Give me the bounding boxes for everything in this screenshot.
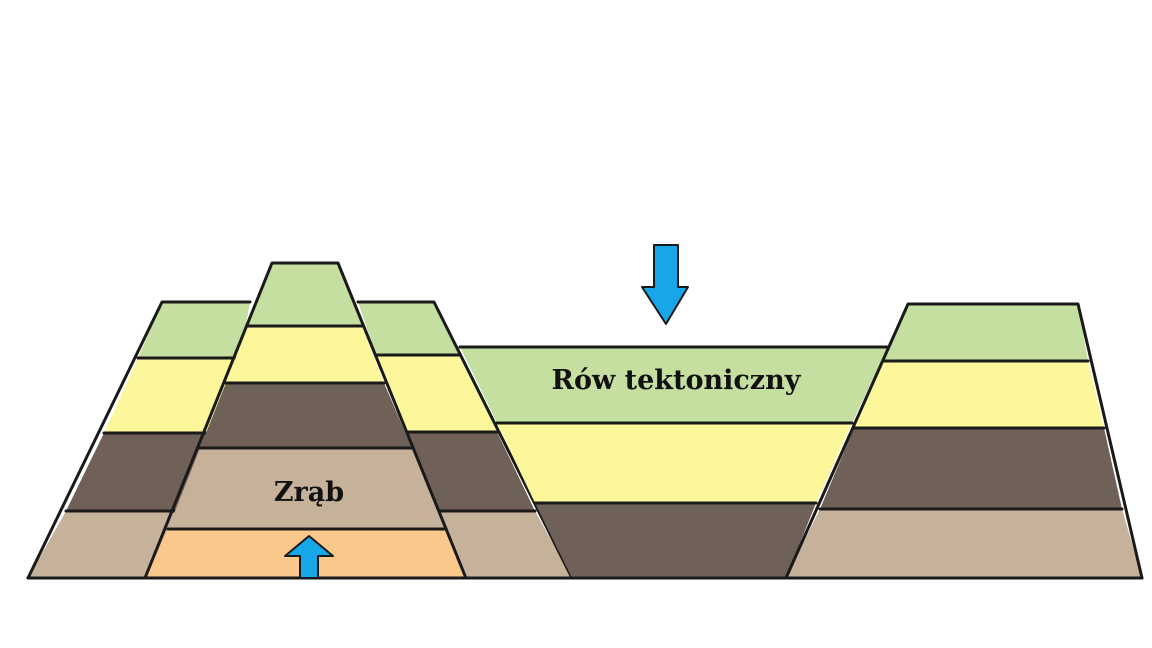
left-block-layer-green	[138, 302, 250, 358]
horst-layer-dark	[200, 383, 412, 448]
right-block	[784, 302, 1144, 580]
subsidence-arrow-icon	[641, 244, 689, 325]
midleft-block-outline	[356, 300, 574, 580]
horst-layer-green	[248, 263, 362, 326]
graben-layer-green	[460, 347, 888, 423]
uplift-arrow-icon	[284, 535, 334, 579]
midleft-layer-tan	[440, 511, 572, 578]
right-layer-yellow	[854, 361, 1104, 428]
graben-layer-yellow	[497, 423, 852, 503]
graben-label: Rów tektoniczny	[552, 365, 802, 396]
horst-layer-tan	[168, 448, 446, 529]
right-block-outline	[784, 302, 1144, 580]
graben-layer-dark	[535, 503, 816, 578]
horst-layer-yellow	[226, 326, 384, 383]
left-block-layer-yellow	[104, 358, 240, 433]
right-layer-green	[884, 304, 1088, 361]
midleft-layer-dark	[408, 432, 535, 511]
left-block-outline	[26, 300, 252, 580]
midleft-layer-yellow	[376, 355, 497, 432]
horst-label: Zrąb	[274, 477, 344, 508]
right-layer-tan	[786, 509, 1142, 578]
midleft-layer-green	[358, 302, 460, 355]
graben-block	[458, 345, 890, 578]
right-layer-dark	[820, 428, 1122, 509]
middle-left-block	[356, 300, 574, 580]
